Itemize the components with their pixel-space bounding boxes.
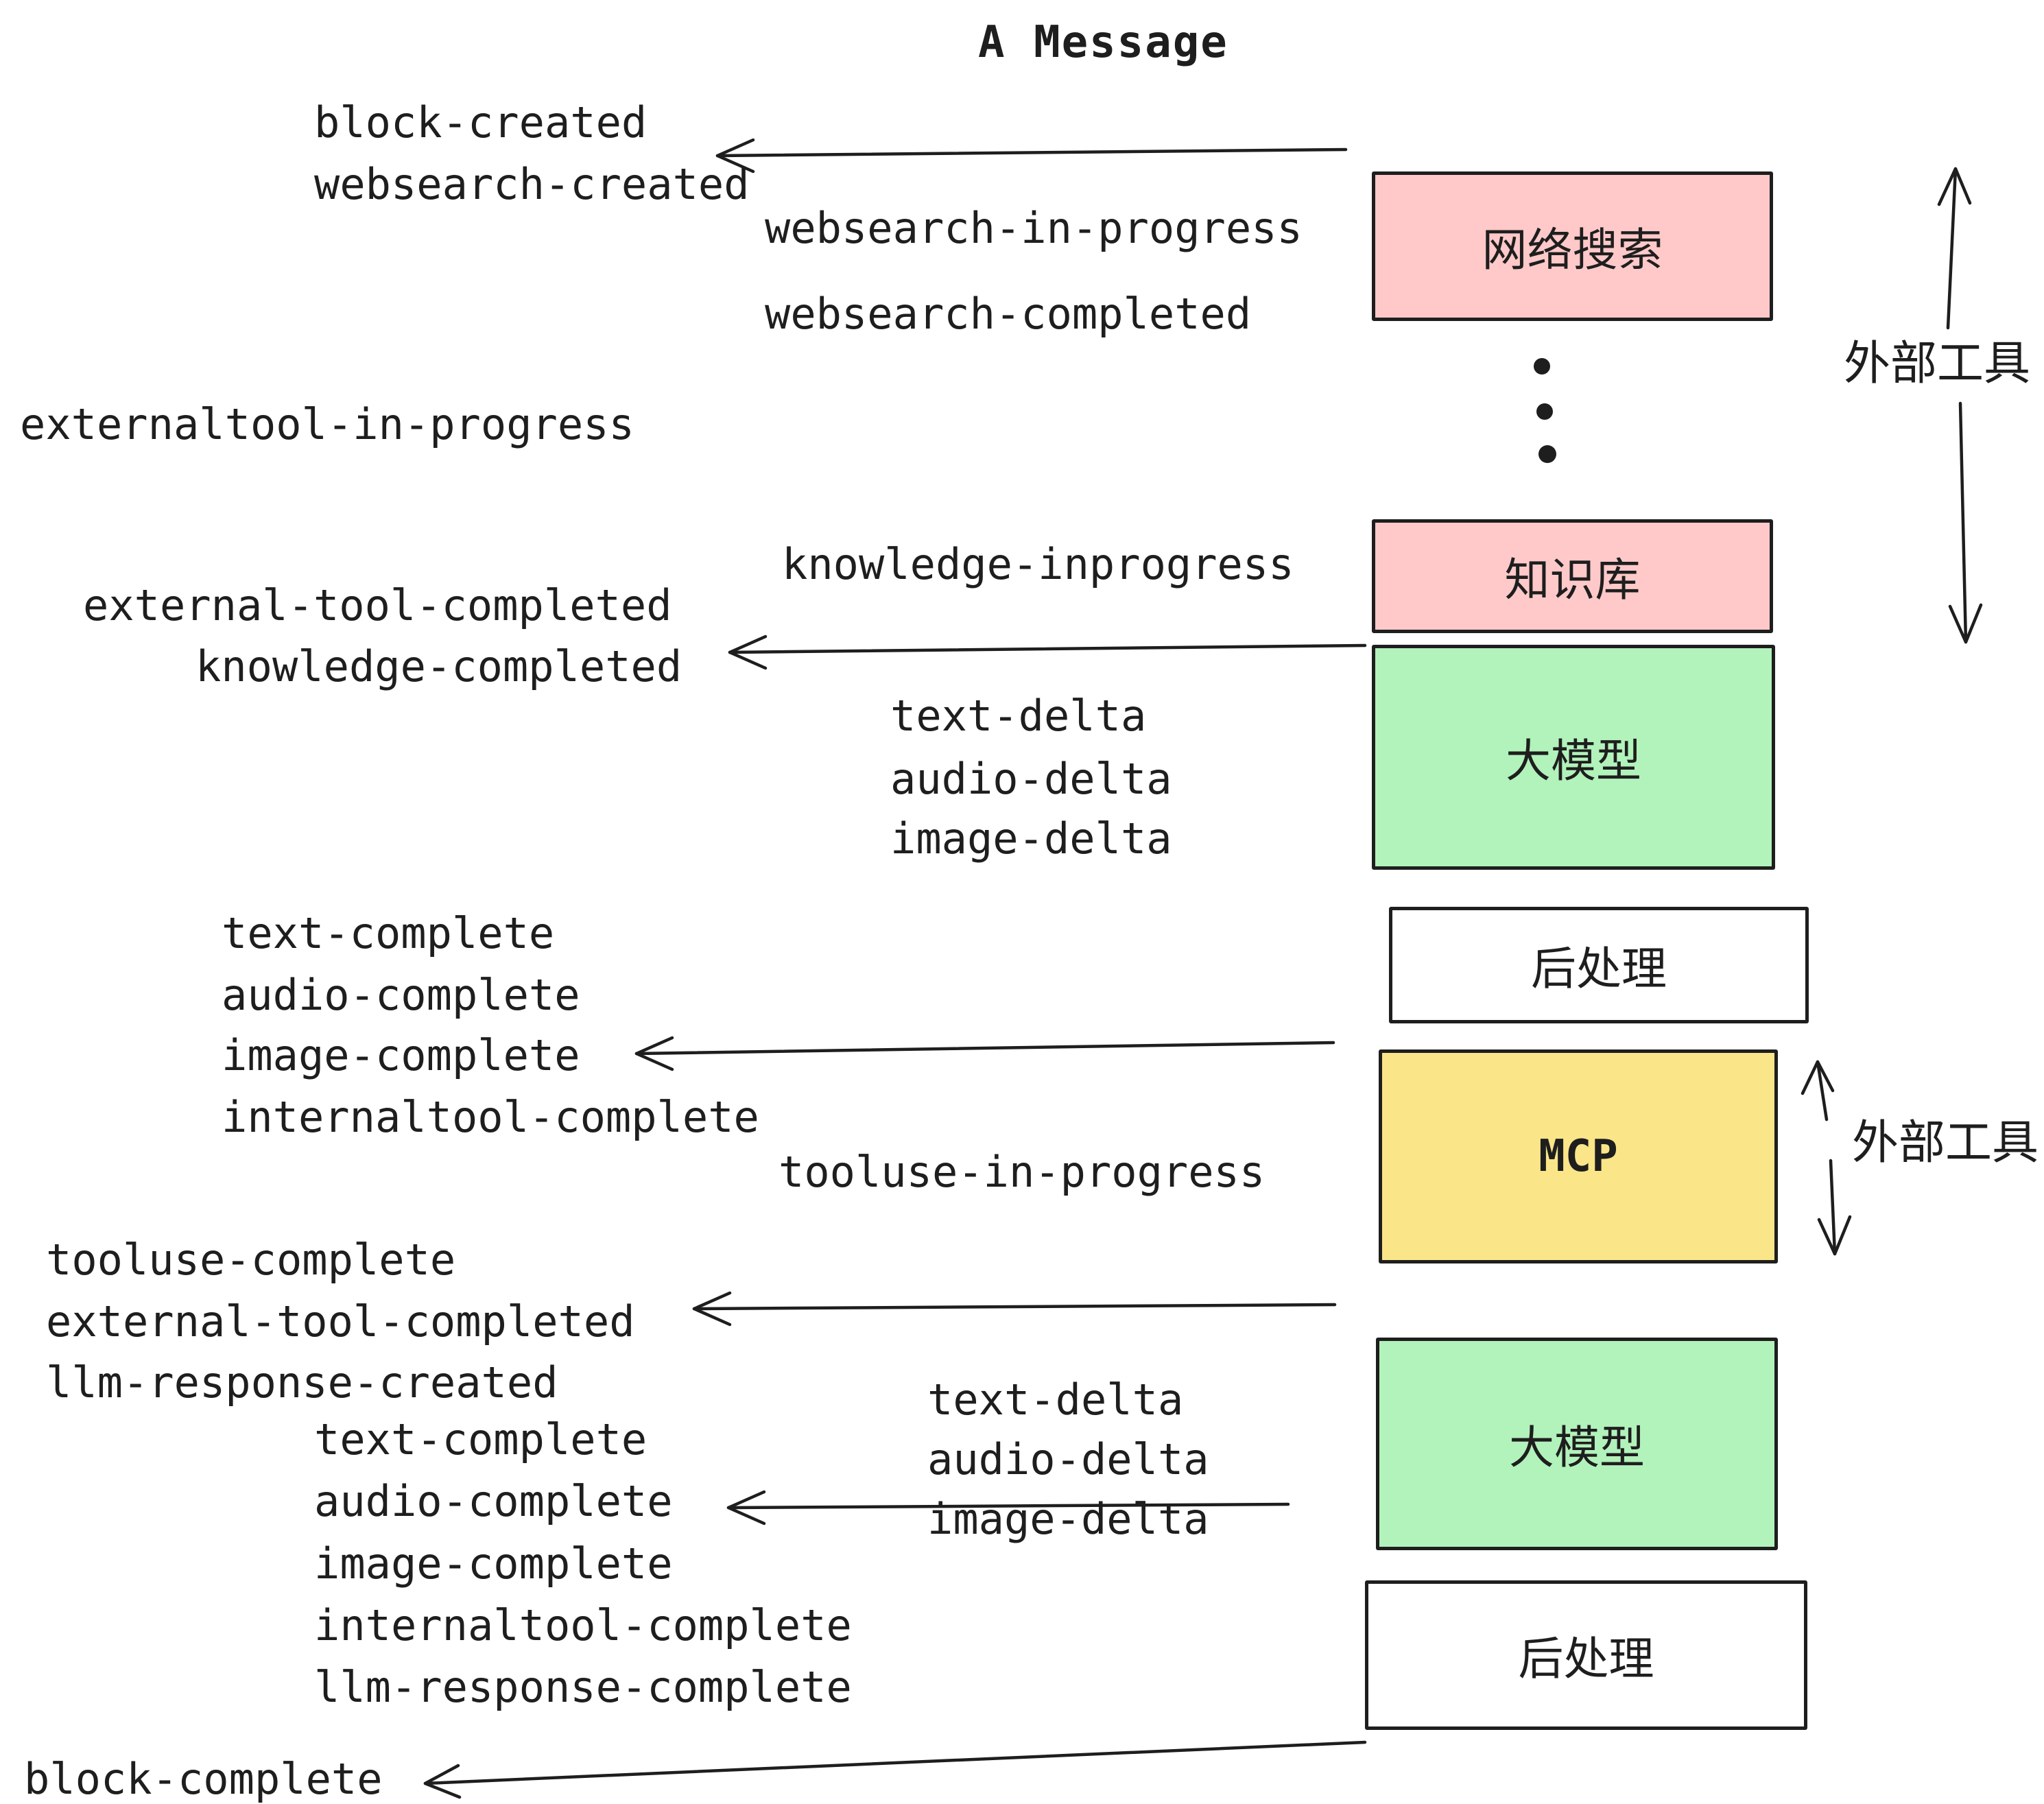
event-websearch-completed: websearch-completed (765, 289, 1252, 339)
external-tools-label-1: 外部工具 (1844, 337, 2031, 390)
event-websearch-created: websearch-created (314, 159, 750, 209)
node-postprocess-1: 后处理 (1389, 907, 1809, 1023)
event-text-delta-2: text-delta (927, 1375, 1184, 1425)
node-websearch-label: 网络搜索 (1482, 224, 1663, 275)
node-knowledge-label: 知识库 (1504, 554, 1641, 605)
node-llm-1-label: 大模型 (1506, 735, 1641, 786)
vertical-ellipsis (1534, 358, 1556, 463)
event-audio-delta-2: audio-delta (927, 1434, 1209, 1484)
event-external-tool-completed-2: external-tool-completed (46, 1296, 635, 1346)
external-tools-up-arrow-2 (1801, 1060, 1835, 1121)
event-knowledge-inprogress: knowledge-inprogress (782, 539, 1294, 589)
event-external-tool-completed: external-tool-completed (83, 580, 672, 630)
event-image-complete-2: image-complete (314, 1539, 673, 1589)
event-llm-response-created: llm-response-created (46, 1357, 558, 1408)
node-llm-2: 大模型 (1376, 1338, 1778, 1550)
event-tooluse-complete: tooluse-complete (46, 1235, 456, 1285)
external-tools-label-2: 外部工具 (1852, 1117, 2039, 1169)
external-tools-up-arrow-1 (1937, 167, 1972, 330)
node-llm-1: 大模型 (1372, 645, 1775, 870)
arrow-to-tooluse-complete (692, 1291, 1337, 1327)
arrow-to-knowledge-completed (728, 634, 1367, 670)
event-text-complete-1: text-complete (222, 908, 555, 958)
event-audio-complete-2: audio-complete (314, 1476, 673, 1526)
event-block-created: block-created (314, 97, 647, 147)
event-audio-delta-1: audio-delta (890, 754, 1172, 804)
event-internaltool-complete-2: internaltool-complete (314, 1600, 852, 1650)
event-text-complete-2: text-complete (314, 1414, 647, 1464)
node-mcp-label: MCP (1538, 1131, 1618, 1182)
diagram-title: A Message (978, 17, 1228, 68)
event-websearch-in-progress: websearch-in-progress (765, 203, 1303, 253)
event-audio-complete-1: audio-complete (222, 970, 580, 1020)
node-llm-2-label: 大模型 (1509, 1422, 1645, 1473)
node-postprocess-2-label: 后处理 (1518, 1633, 1654, 1684)
event-image-complete-1: image-complete (222, 1030, 580, 1080)
arrow-to-image-complete (634, 1036, 1335, 1071)
external-tools-down-arrow-1 (1948, 401, 1983, 644)
event-internaltool-complete-1: internaltool-complete (222, 1092, 759, 1142)
arrow-to-block-created (715, 138, 1348, 174)
event-tooluse-in-progress: tooluse-in-progress (779, 1147, 1265, 1197)
node-postprocess-1-label: 后处理 (1531, 943, 1667, 994)
event-llm-response-complete: llm-response-complete (314, 1662, 852, 1712)
arrow-to-block-complete (423, 1740, 1367, 1799)
node-postprocess-2: 后处理 (1365, 1580, 1807, 1730)
event-text-delta-1: text-delta (890, 691, 1147, 741)
node-websearch: 网络搜索 (1372, 171, 1773, 321)
external-tools-down-arrow-2 (1817, 1159, 1852, 1256)
event-image-delta-2: image-delta (927, 1494, 1209, 1544)
event-externaltool-in-progress: externaltool-in-progress (20, 399, 634, 449)
event-image-delta-1: image-delta (890, 814, 1172, 864)
event-block-complete: block-complete (24, 1754, 383, 1804)
node-knowledge: 知识库 (1372, 519, 1773, 633)
node-mcp: MCP (1379, 1049, 1778, 1263)
event-knowledge-completed: knowledge-completed (195, 641, 682, 691)
